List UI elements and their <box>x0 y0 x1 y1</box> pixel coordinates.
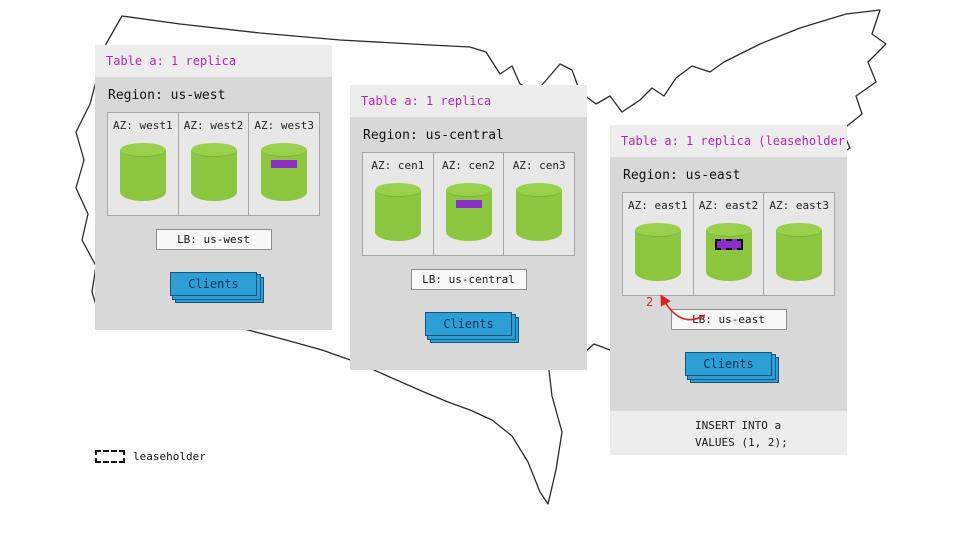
region-panel-us-east: Table a: 1 replica (leaseholder) Region:… <box>610 125 847 455</box>
region-panel-us-west: Table a: 1 replica Region: us-west AZ: w… <box>95 45 332 330</box>
az-label: AZ: cen3 <box>512 159 566 172</box>
cylinder-body <box>705 230 752 281</box>
cylinder-top <box>374 183 421 197</box>
database-cylinder-icon <box>190 143 237 201</box>
az-label: AZ: east2 <box>698 199 759 212</box>
az-box-east2: AZ: east2 <box>692 192 765 296</box>
az-box-west3: AZ: west3 <box>248 112 321 216</box>
sql-statement-line1: INSERT INTO a <box>695 419 782 432</box>
clients-box: Clients <box>425 312 512 336</box>
cylinder-top <box>445 183 492 197</box>
sql-statement: INSERT INTO a VALUES (1, 2); <box>610 411 847 455</box>
cylinder-body <box>119 150 166 201</box>
load-balancer-label: LB: us-east <box>670 309 787 330</box>
az-box-cen1: AZ: cen1 <box>362 152 434 256</box>
table-replica-header: Table a: 1 replica <box>95 45 332 77</box>
sql-statement-line2: VALUES (1, 2); <box>695 435 788 449</box>
cylinder-top <box>705 223 752 237</box>
region-title: Region: us-central <box>363 128 504 143</box>
table-replica-header-label: Table a: 1 replica (leaseholder) <box>621 134 847 148</box>
leaseholder-swatch-icon <box>95 450 125 463</box>
az-label: AZ: west1 <box>113 119 173 132</box>
region-body: Region: us-east AZ: east1 AZ: east2 AZ: … <box>610 157 847 411</box>
cylinder-top <box>119 143 166 157</box>
load-balancer-label: LB: us-west <box>155 229 272 250</box>
az-box-cen3: AZ: cen3 <box>503 152 576 256</box>
region-panel-us-central: Table a: 1 replica Region: us-central AZ… <box>350 85 587 370</box>
az-box-west1: AZ: west1 <box>107 112 179 216</box>
cylinder-top <box>634 223 681 237</box>
az-box-cen2: AZ: cen2 <box>432 152 505 256</box>
leaseholder-marker <box>714 239 743 250</box>
az-row: AZ: west1 AZ: west2 AZ: west3 <box>107 112 321 216</box>
clients-box: Clients <box>170 272 257 296</box>
region-body: Region: us-west AZ: west1 AZ: west2 AZ: … <box>95 77 332 330</box>
table-replica-header-label: Table a: 1 replica <box>361 94 492 108</box>
az-label: AZ: east1 <box>628 199 688 212</box>
database-cylinder-icon <box>776 223 823 281</box>
az-row: AZ: east1 AZ: east2 AZ: east3 <box>622 192 836 296</box>
table-replica-header: Table a: 1 replica (leaseholder) <box>610 125 847 157</box>
cylinder-top <box>190 143 237 157</box>
az-box-west2: AZ: west2 <box>177 112 250 216</box>
database-cylinder-icon <box>261 143 308 201</box>
database-cylinder-icon <box>445 183 492 241</box>
az-box-east1: AZ: east1 <box>622 192 694 296</box>
database-cylinder-icon <box>119 143 166 201</box>
database-cylinder-icon <box>374 183 421 241</box>
database-cylinder-icon <box>634 223 681 281</box>
cylinder-body <box>516 190 563 241</box>
region-body: Region: us-central AZ: cen1 AZ: cen2 AZ:… <box>350 117 587 370</box>
load-balancer-label: LB: us-central <box>410 269 527 290</box>
cylinder-top <box>261 143 308 157</box>
table-replica-header: Table a: 1 replica <box>350 85 587 117</box>
cylinder-body <box>445 190 492 241</box>
cylinder-body <box>374 190 421 241</box>
replica-marker <box>271 160 298 168</box>
database-cylinder-icon <box>705 223 752 281</box>
az-label: AZ: cen2 <box>442 159 495 172</box>
legend: leaseholder <box>95 450 206 463</box>
az-label: AZ: west2 <box>183 119 244 132</box>
az-label: AZ: east3 <box>769 199 829 212</box>
cylinder-top <box>516 183 563 197</box>
replica-marker <box>455 200 482 208</box>
cylinder-body <box>634 230 681 281</box>
az-box-east3: AZ: east3 <box>763 192 836 296</box>
region-title: Region: us-east <box>623 168 741 183</box>
cylinder-body <box>261 150 308 201</box>
az-label: AZ: cen1 <box>371 159 425 172</box>
region-title: Region: us-west <box>108 88 226 103</box>
az-label: AZ: west3 <box>254 119 314 132</box>
cylinder-top <box>776 223 823 237</box>
database-cylinder-icon <box>516 183 563 241</box>
table-replica-header-label: Table a: 1 replica <box>106 54 237 68</box>
cylinder-body <box>776 230 823 281</box>
clients-box: Clients <box>685 352 772 376</box>
az-row: AZ: cen1 AZ: cen2 AZ: cen3 <box>362 152 576 256</box>
cylinder-body <box>190 150 237 201</box>
legend-label: leaseholder <box>133 450 206 463</box>
